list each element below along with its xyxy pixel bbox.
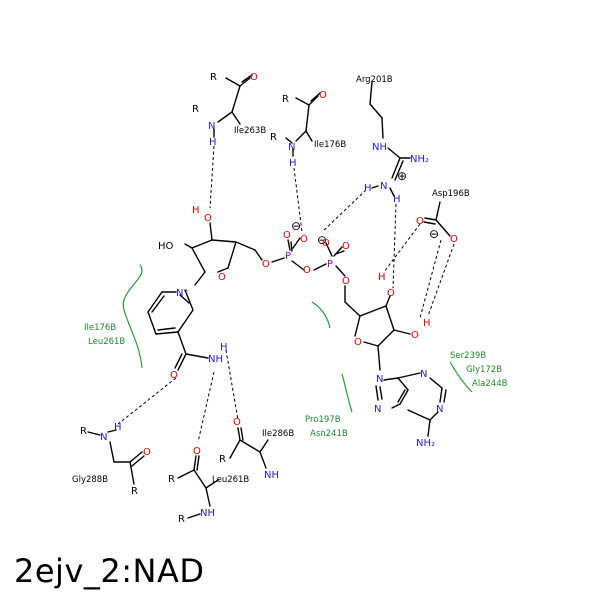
atom-nh2: NH₂ [410,154,429,165]
atom-n: N [208,121,215,132]
atom-n: N [376,374,383,385]
negative-charge-icon: ⊖ [317,233,327,247]
residue-ile176-left: Ile176B [84,323,116,333]
atom-r: R [80,426,87,437]
atom-p: P [327,259,333,270]
atom-o: O [204,213,212,224]
residue-leu261-left: Leu261B [88,337,125,347]
atom-o: O [250,72,258,83]
hydrophobic-arc-lower [341,373,353,413]
atom-h: H [220,342,228,353]
atom-o: O [354,337,362,348]
residue-ile263: Ile263B [234,126,266,136]
atom-r: R [210,72,217,83]
atom-n: N [374,404,381,415]
atom-o: O [233,417,241,428]
atom-n: N [380,181,387,192]
residue-labels: Ile263B Ile176B Arg201B Asp196B Ile176B … [72,75,508,485]
atom-o: O [416,216,424,227]
atom-o: O [342,241,350,252]
atom-nh2: NH₂ [416,438,435,449]
residue-leu261-bottom: Leu261B [212,475,249,485]
atom-o: O [342,276,350,287]
atom-h: H [364,183,372,194]
atom-o: O [411,330,419,341]
atom-r: R [192,104,199,115]
atom-n: N [288,142,295,153]
atom-o: O [193,446,201,457]
hydrophobic-arc-left [122,264,143,369]
atom-r: R [270,132,277,143]
atom-o: O [170,370,178,381]
atom-n: N [436,404,443,415]
atom-nh: NH [264,470,279,481]
atom-ho: HO [158,241,174,252]
residue-asn241: Asn241B [310,429,348,439]
bonds [87,74,451,519]
atom-o: O [322,238,330,249]
atom-o: O [387,288,395,299]
atom-h: H [393,194,401,205]
hydrogen-bonds [117,145,455,443]
atom-labels: R O R N H R O R N H NH NH₂ ⊕ H N H O ⊖ O… [80,72,458,525]
atom-nh: NH [200,508,215,519]
atom-o: O [303,265,311,276]
atom-o: O [283,230,291,241]
hydrophobic-arc-center [311,301,331,329]
residue-pro197: Pro197B [305,415,341,425]
atom-o: O [143,447,151,458]
residue-gly172: Gly172B [466,365,502,375]
residue-ala244: Ala244B [472,379,508,389]
atom-r: R [178,514,185,525]
atom-n-plus: N⁺ [176,288,189,299]
atom-o: O [319,90,327,101]
atom-n: N [420,369,427,380]
atom-nh: NH [208,354,223,365]
negative-charge-icon: ⊖ [429,227,439,241]
atom-nh: NH [372,142,387,153]
atom-h: H [378,272,386,283]
hydrophobic-contacts [122,264,473,413]
atom-n: N [100,432,107,443]
atom-r: R [219,454,226,465]
atom-r: R [168,474,175,485]
residue-ser239: Ser239B [450,351,486,361]
atom-h: H [209,137,217,148]
atom-p: P [285,251,291,262]
positive-charge-icon: ⊕ [397,169,407,183]
atom-h: H [289,158,297,169]
atom-h: H [423,318,431,329]
atom-o: O [262,259,270,270]
residue-ile286: Ile286B [262,429,294,439]
atom-r: R [282,94,289,105]
residue-gly288: Gly288B [72,475,108,485]
hydrophobic-arc-right [449,361,473,393]
atom-o: O [218,272,226,283]
ligand-caption: 2ejv_2:NAD [14,552,205,590]
negative-charge-icon: ⊖ [291,219,301,233]
residue-arg201: Arg201B [356,75,393,85]
atom-o: O [450,234,458,245]
residue-ile176-top: Ile176B [314,140,346,150]
residue-asp196: Asp196B [432,189,470,199]
atom-o: O [300,234,308,245]
atom-r: R [131,486,138,497]
atom-h: H [114,422,122,433]
atom-h: H [192,205,200,216]
